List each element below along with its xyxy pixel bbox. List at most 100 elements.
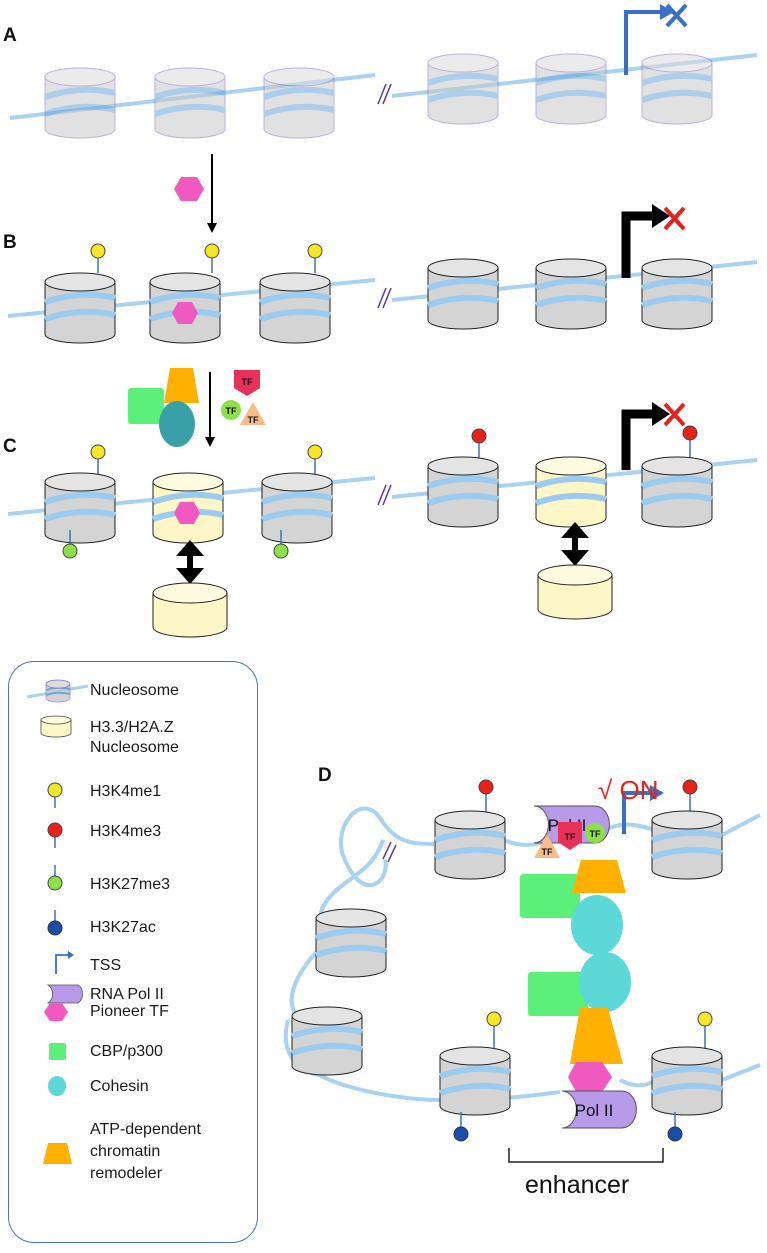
break-mark: [382, 841, 397, 863]
break-mark: [377, 287, 392, 309]
tss-icon: [55, 951, 74, 974]
legend-remodeler-label-3: remodeler: [90, 1165, 163, 1182]
break-mark: [377, 484, 392, 506]
nucleosome: [44, 272, 116, 344]
nucleosome: [261, 472, 333, 544]
cbp-p300-icon: [520, 874, 580, 918]
blocked-x-icon: [663, 402, 686, 427]
transcription-on-label: √ ON: [598, 775, 659, 805]
legend-cohesin-label: Cohesin: [90, 1078, 149, 1095]
nucleosome: [439, 1046, 511, 1116]
nucleosome: [641, 53, 713, 125]
blocked-x-icon: [665, 3, 688, 28]
tf-icon: TF: [234, 370, 260, 396]
legend-h3k27ac-label: H3K27ac: [90, 919, 156, 936]
nucleosome: [315, 908, 387, 978]
h3k27ac-mark: [667, 1112, 683, 1142]
tss-arrow-icon: [622, 785, 664, 834]
h3k4me1-icon: [47, 782, 63, 808]
tf-label: TF: [565, 832, 576, 842]
legend-remodeler-label-2: chromatin: [90, 1143, 161, 1160]
panel-d: Pol II Pol II TF TF TF: [283, 779, 761, 1163]
pol-ii-label: Pol II: [575, 1101, 614, 1120]
h3k27me3-mark: [62, 530, 78, 559]
legend-pol2-label: RNA Pol II: [90, 986, 164, 1003]
exchange-arrow-icon: [176, 540, 204, 584]
h3k27me3-mark: [273, 530, 289, 559]
nucleosome: [641, 456, 713, 528]
h3k4me1-mark: [486, 1011, 502, 1048]
panel-a: [9, 3, 758, 139]
nucleosome: [434, 810, 506, 880]
panel-label-d: D: [318, 765, 332, 786]
h3k4me3-mark: [682, 425, 698, 458]
legend-panel: [8, 661, 258, 1243]
cohesin-icon: [48, 1076, 66, 1096]
legend-h3k4me3-label: H3K4me3: [90, 823, 162, 840]
tss-arrow-icon: [624, 4, 674, 75]
h3k4me1-mark: [307, 444, 323, 474]
cbp-p300-icon: [49, 1043, 66, 1060]
tf-label: TF: [242, 377, 253, 387]
nucleosome: [641, 258, 713, 330]
rna-pol-ii-icon: [46, 984, 83, 1004]
legend-variant-label-1: H3.3/H2A.Z: [90, 719, 174, 736]
chromatin-remodeler-icon: [43, 1143, 72, 1164]
panel-label-c: C: [3, 436, 17, 457]
break-mark: [377, 83, 392, 105]
free-variant-nucleosome: [152, 582, 228, 638]
nucleosome-icon: [26, 679, 89, 703]
cohesin-icon: [579, 952, 631, 1012]
legend-h3k4me1-label: H3K4me1: [90, 783, 162, 800]
exchange-arrow-icon: [561, 522, 589, 566]
cbp-p300-icon: [128, 388, 164, 424]
chromatin-remodeler-icon: [572, 860, 626, 893]
h3k27ac-mark: [453, 1112, 469, 1142]
tss-arrow-icon: [621, 204, 670, 278]
legend-nucleosome-label: Nucleosome: [90, 682, 179, 699]
enhancer-bracket: [508, 1148, 664, 1163]
panel-c: [7, 402, 758, 638]
chromatin-remodeler-icon: [164, 368, 199, 403]
nucleosome: [651, 810, 723, 880]
pioneer-tf-icon: [172, 302, 198, 324]
nucleosome: [535, 258, 607, 330]
legend-remodeler-label-1: ATP-dependent: [90, 1121, 201, 1138]
tf-icon: TF: [585, 823, 605, 843]
legend-icons: [26, 679, 89, 1164]
rna-pol-ii-bottom: Pol II: [561, 1090, 637, 1129]
cohesin-icon: [571, 895, 623, 955]
nucleosome: [154, 67, 226, 139]
tf-label: TF: [248, 415, 259, 425]
tf-icon: TF: [558, 822, 582, 850]
panel-label-a: A: [3, 25, 17, 46]
tf-label: TF: [590, 829, 601, 839]
tf-label: TF: [542, 847, 553, 857]
nucleosome: [427, 53, 499, 125]
variant-nucleosome-icon: [40, 715, 72, 738]
chromatin-remodeler-icon: [570, 1008, 623, 1064]
h3k4me3-icon: [47, 822, 63, 848]
cbp-p300-icon: [528, 972, 588, 1016]
nucleosome: [44, 67, 116, 139]
legend-variant-label-2: Nucleosome: [90, 739, 179, 756]
nucleosome: [427, 456, 499, 528]
tss-arrow-icon: [621, 402, 670, 470]
h3k4me1-mark: [90, 243, 106, 273]
pioneer-tf-icon: [174, 502, 200, 524]
nucleosome: [291, 1006, 363, 1076]
free-variant-nucleosome: [537, 564, 613, 620]
h3k4me3-mark: [471, 428, 487, 460]
nucleosome: [44, 472, 116, 544]
nucleosome: [263, 67, 335, 139]
variant-nucleosome: [535, 456, 607, 528]
panel-label-b: B: [3, 232, 17, 253]
enhancer-label: enhancer: [525, 1171, 630, 1199]
tf-icon: TF: [534, 834, 560, 858]
tf-label: TF: [226, 406, 237, 416]
h3k4me1-mark: [204, 243, 220, 273]
nucleosome: [651, 1046, 723, 1116]
nucleosome: [427, 258, 499, 330]
h3k4me1-mark: [697, 1011, 713, 1048]
